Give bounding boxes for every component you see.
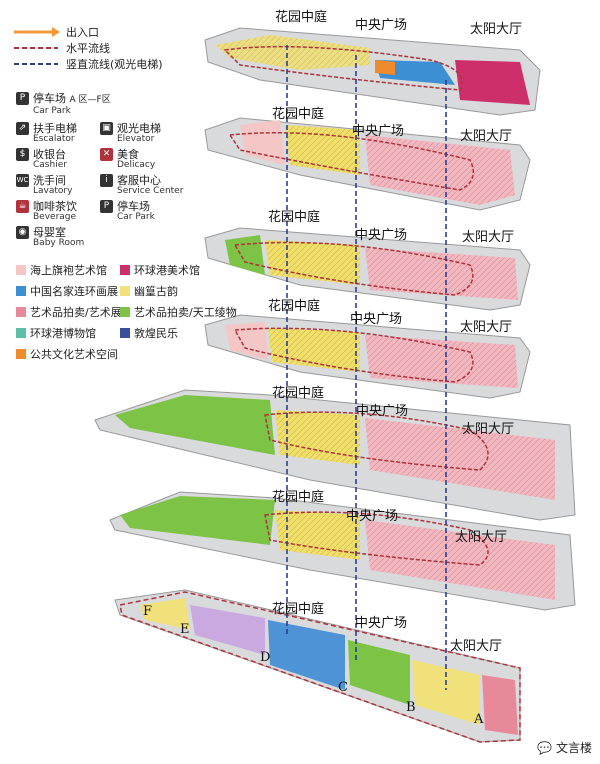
cashier-icon: $ bbox=[16, 148, 29, 161]
floor-1 bbox=[204, 27, 541, 116]
garden-atrium-label: 花园中庭 bbox=[272, 490, 325, 505]
central-plaza-label: 中央广场 bbox=[352, 124, 405, 139]
floor-5 bbox=[94, 389, 576, 521]
garden-atrium-label: 花园中庭 bbox=[272, 107, 325, 122]
floor-6 bbox=[109, 491, 576, 611]
legend-zone-5: 艺术品拍卖/天工绫物 bbox=[120, 306, 237, 319]
parking-level bbox=[114, 589, 521, 743]
coffee-icon: ☕ bbox=[16, 200, 29, 213]
legend-horizontal: 水平流线 bbox=[66, 42, 110, 55]
garden-atrium-label: 花园中庭 bbox=[272, 386, 325, 401]
legend-zone-4: 艺术品拍卖/艺术展 bbox=[16, 306, 122, 319]
parking-icon: P bbox=[16, 92, 29, 105]
parking-zone-e: E bbox=[180, 622, 190, 637]
food-icon: ✕ bbox=[100, 148, 113, 161]
legend-zone-3: 幽篁古韵 bbox=[120, 285, 178, 298]
sun-hall-label: 太阳大厅 bbox=[462, 230, 515, 245]
sun-hall-label: 太阳大厅 bbox=[450, 639, 503, 654]
sun-hall-label: 太阳大厅 bbox=[455, 530, 508, 545]
legend-zone-0: 海上旗袍艺术馆 bbox=[16, 264, 107, 277]
legend-vertical: 竖直流线(观光电梯) bbox=[66, 58, 163, 71]
legend-zone-2: 中国名家连环画展 bbox=[16, 285, 118, 298]
toilet-icon: WC bbox=[16, 174, 29, 187]
legend-zone-7: 敦煌民乐 bbox=[120, 327, 178, 340]
legend-zone-1: 环球港美术馆 bbox=[120, 264, 200, 277]
legend-entrance-label: 出入口 bbox=[66, 26, 99, 39]
sun-hall-label: 太阳大厅 bbox=[460, 129, 513, 144]
parking-zone-a: A bbox=[474, 712, 484, 727]
parking-zone-c: C bbox=[338, 680, 348, 695]
central-plaza-label: 中央广场 bbox=[355, 228, 408, 243]
central-plaza-label: 中央广场 bbox=[350, 312, 403, 327]
central-plaza-label: 中央广场 bbox=[355, 18, 408, 33]
baby-room-icon: ◉ bbox=[16, 226, 29, 239]
central-plaza-label: 中央广场 bbox=[355, 616, 408, 631]
legend-entrance: 出入口 bbox=[66, 26, 99, 39]
sun-hall-label: 太阳大厅 bbox=[460, 320, 513, 335]
garden-atrium-label: 花园中庭 bbox=[268, 299, 321, 314]
legend-horizontal-label: 水平流线 bbox=[66, 42, 110, 55]
central-plaza-label: 中央广场 bbox=[356, 404, 409, 419]
garden-atrium-label: 花园中庭 bbox=[275, 10, 328, 25]
parking-icon: P bbox=[100, 200, 113, 213]
parking-zone-b: B bbox=[406, 700, 416, 715]
legend-zone-8: 公共文化艺术空间 bbox=[16, 348, 118, 361]
info-icon: i bbox=[100, 174, 113, 187]
elevator-icon: ▣ bbox=[100, 122, 113, 135]
legend-zone-6: 环球港博物馆 bbox=[16, 327, 96, 340]
escalator-icon: ⇗ bbox=[16, 122, 29, 135]
central-plaza-label: 中央广场 bbox=[346, 509, 399, 524]
garden-atrium-label: 花园中庭 bbox=[268, 210, 321, 225]
wechat-icon: 💬 bbox=[537, 741, 553, 755]
legend-vertical-label: 竖直流线(观光电梯) bbox=[66, 58, 163, 71]
vertical-flow-lines bbox=[286, 45, 447, 690]
sun-hall-label: 太阳大厅 bbox=[470, 22, 523, 37]
sun-hall-label: 太阳大厅 bbox=[462, 422, 515, 437]
parking-zone-f: F bbox=[143, 604, 153, 619]
parking-zone-d: D bbox=[260, 650, 271, 665]
watermark: 💬 文言楼 bbox=[537, 741, 592, 755]
garden-atrium-label: 花园中庭 bbox=[272, 602, 325, 617]
legend-line-swatches bbox=[14, 27, 60, 65]
